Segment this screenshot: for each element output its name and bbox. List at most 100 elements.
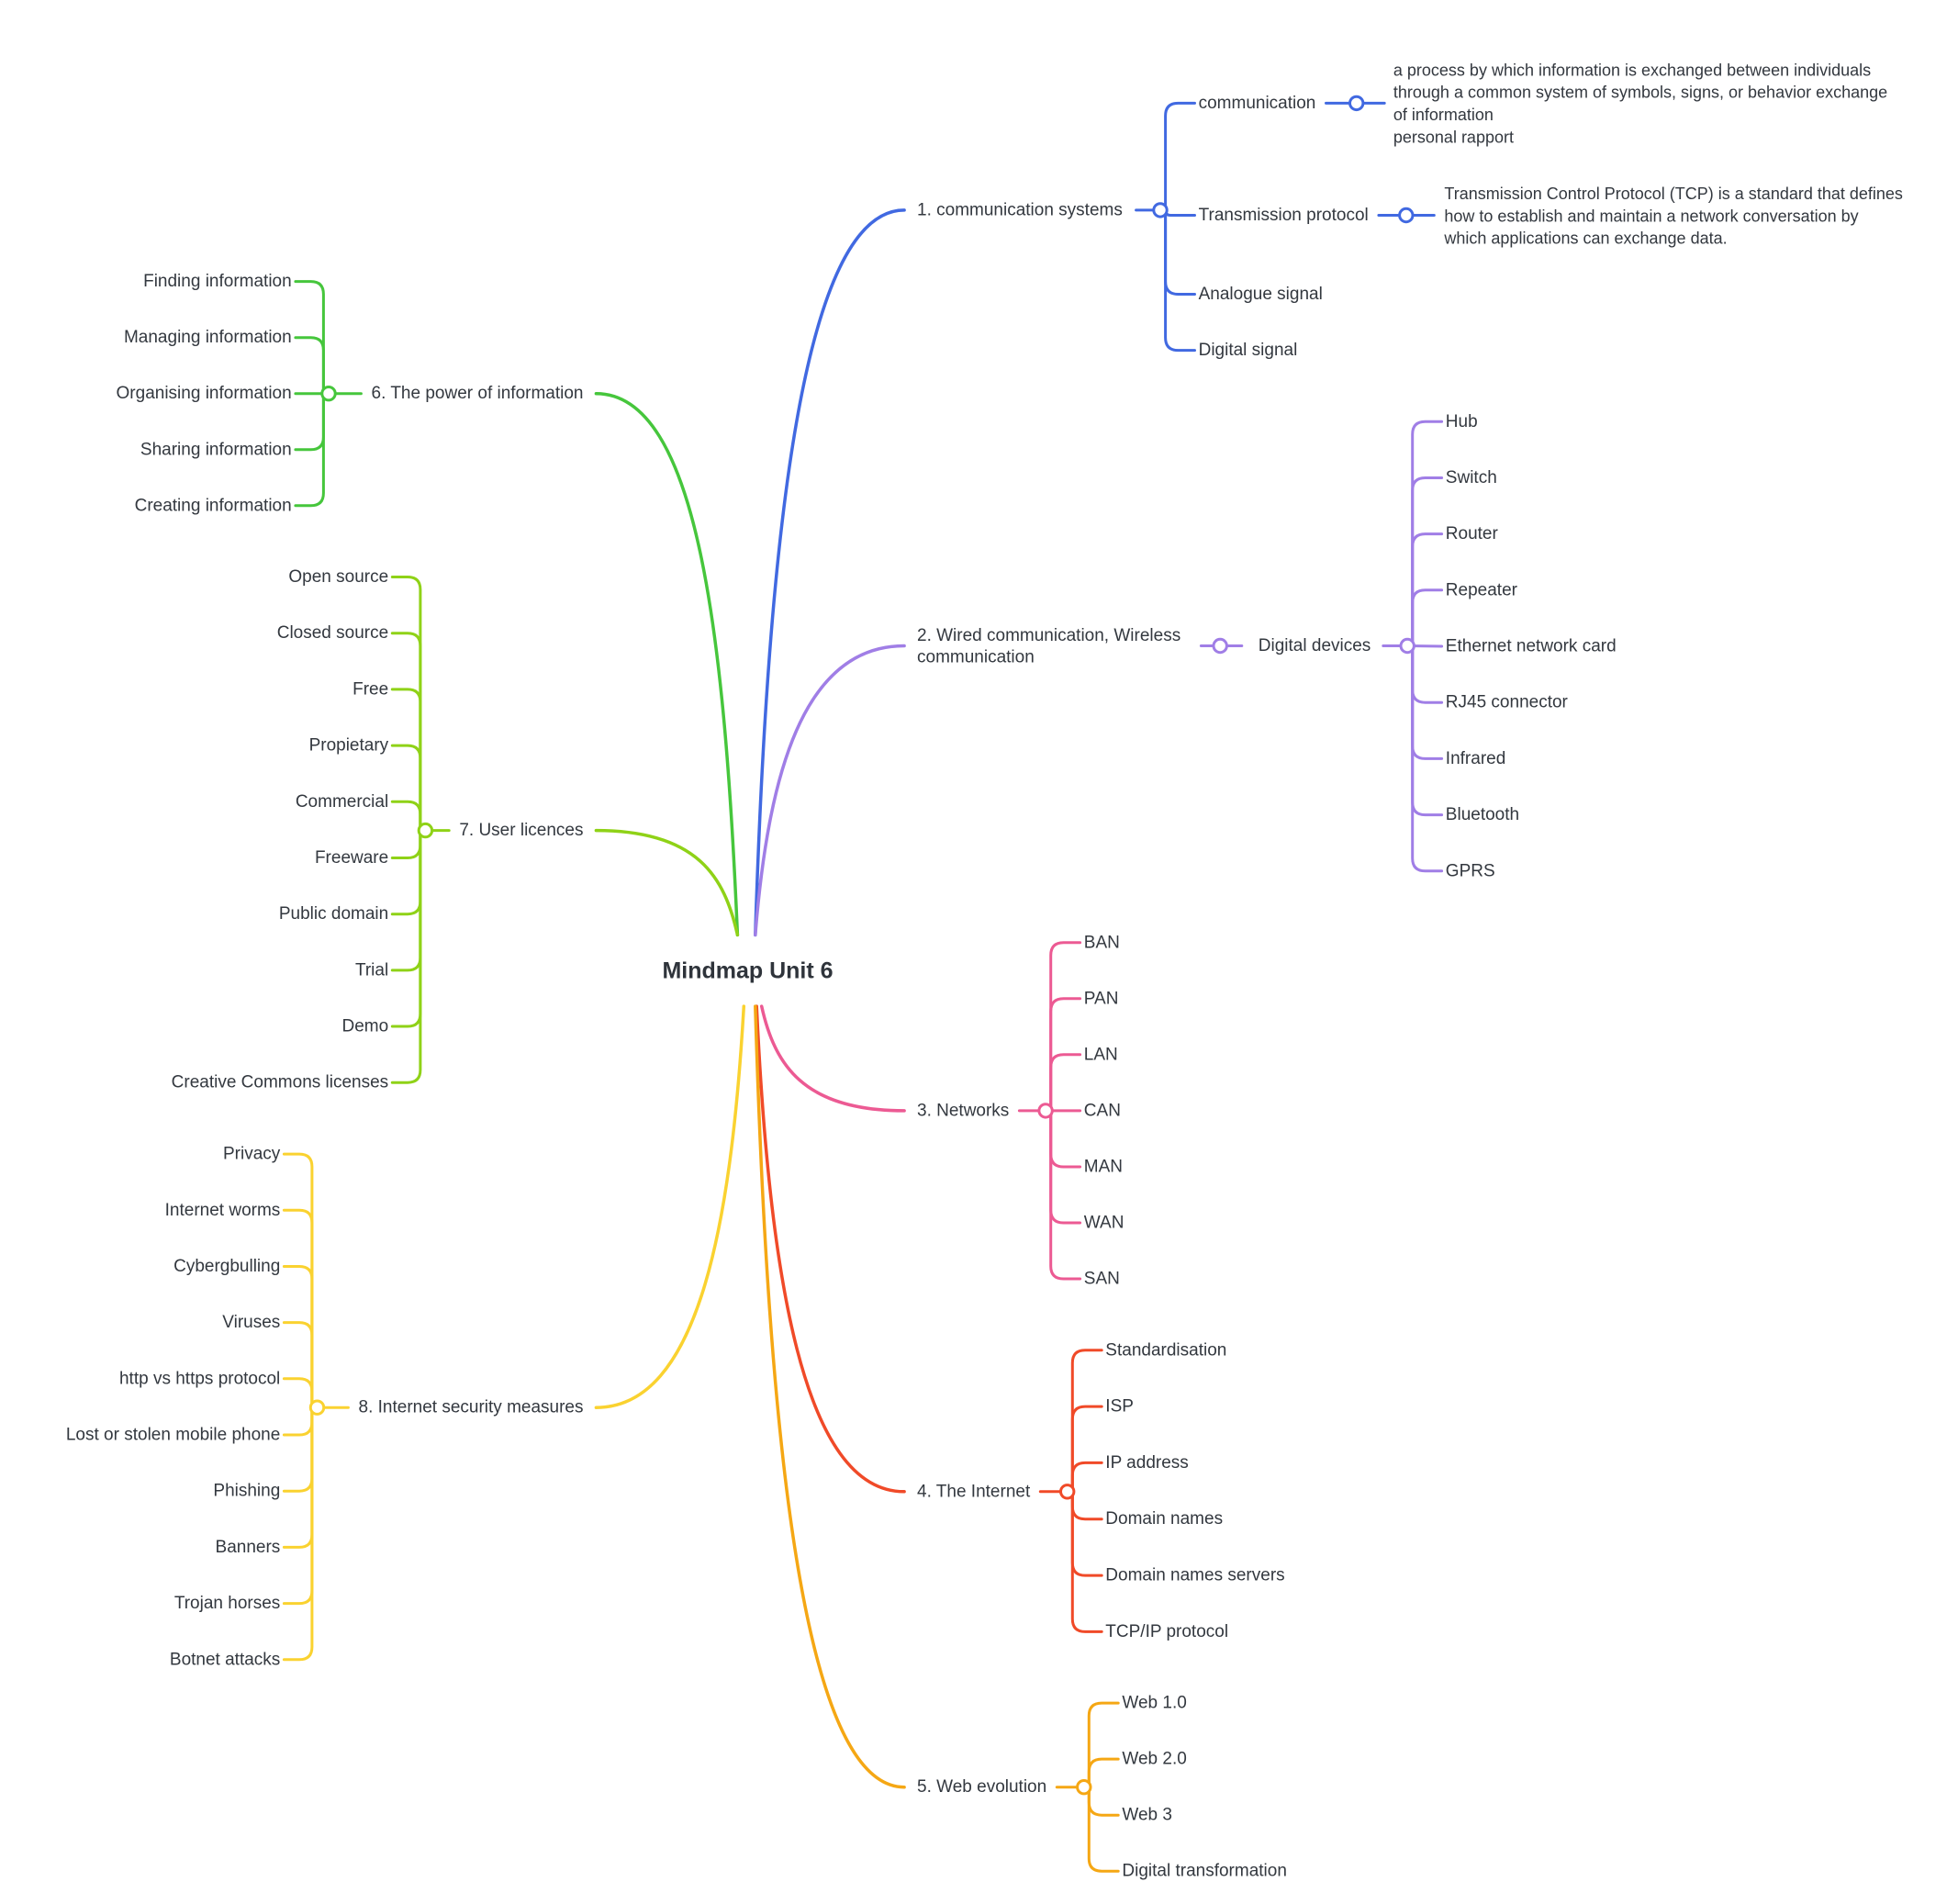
node-commercial: Commercial: [296, 792, 388, 812]
note-text-communication: of information: [1393, 106, 1494, 124]
connector-web-3: [1087, 1786, 1120, 1817]
branch-edge-b5: [754, 1004, 906, 1789]
collapse-toggle-b1[interactable]: [1152, 202, 1169, 218]
node-demo: Demo: [342, 1017, 389, 1036]
node-router: Router: [1446, 524, 1499, 543]
connector-isp: [1070, 1405, 1103, 1494]
branch-edge-b3: [759, 1004, 906, 1113]
node-privacy: Privacy: [223, 1145, 281, 1164]
node-botnet-attacks: Botnet attacks: [170, 1650, 280, 1669]
node-bluetooth: Bluetooth: [1446, 805, 1519, 824]
collapse-toggle-b3[interactable]: [1037, 1103, 1054, 1119]
connector-open-source: [390, 576, 422, 833]
branch-edge-b1: [754, 208, 906, 937]
node-wan: WAN: [1084, 1214, 1124, 1233]
root-topic: Mindmap Unit 6: [662, 958, 833, 983]
connector-tcp-ip-protocol: [1070, 1490, 1103, 1633]
node-can: CAN: [1084, 1101, 1121, 1120]
connector-demo: [390, 829, 422, 1028]
node-standardisation: Standardisation: [1105, 1340, 1226, 1360]
connector-internet-worms: [282, 1208, 314, 1409]
node-propietary: Propietary: [309, 736, 389, 756]
connector-transmission-protocol: [1164, 208, 1196, 217]
node-digital-transformation: Digital transformation: [1122, 1862, 1287, 1881]
connector-public-domain: [390, 829, 422, 916]
branch-label-b8: 8. Internet security measures: [359, 1398, 584, 1417]
connector-freeware: [390, 829, 422, 859]
connector-botnet-attacks: [282, 1406, 314, 1662]
collapse-toggle-digital-devices[interactable]: [1399, 637, 1415, 655]
node-gprs: GPRS: [1446, 861, 1495, 880]
node-phishing: Phishing: [213, 1482, 280, 1501]
collapse-toggle-b4[interactable]: [1059, 1484, 1076, 1500]
branch-edge-b7: [594, 828, 740, 937]
node-tcp-ip-protocol: TCP/IP protocol: [1105, 1622, 1228, 1641]
branch-label-b6: 6. The power of information: [372, 384, 584, 403]
branch-edge-b4: [755, 1004, 906, 1494]
node-web-1-0: Web 1.0: [1122, 1694, 1186, 1713]
node-repeater: Repeater: [1446, 580, 1518, 599]
node-public-domain: Public domain: [279, 904, 388, 924]
note-text-communication: personal rapport: [1393, 129, 1514, 147]
node-lan: LAN: [1084, 1045, 1118, 1064]
node-ip-address: IP address: [1105, 1453, 1188, 1473]
node-digital-devices: Digital devices: [1259, 636, 1371, 655]
connector-ip-address: [1070, 1461, 1103, 1494]
node-web-2-0: Web 2.0: [1122, 1750, 1186, 1769]
node-rj45-connector: RJ45 connector: [1446, 693, 1569, 712]
connector-propietary: [390, 744, 422, 833]
node-trojan-horses: Trojan horses: [174, 1594, 280, 1613]
collapse-toggle-transmission-protocol[interactable]: [1398, 207, 1415, 224]
node-lost-or-stolen-mobile-phone: Lost or stolen mobile phone: [66, 1426, 280, 1445]
branch-label-b5: 5. Web evolution: [917, 1777, 1046, 1797]
node-hub: Hub: [1446, 412, 1478, 431]
connector-commercial: [390, 800, 422, 833]
collapse-toggle-b5[interactable]: [1076, 1779, 1092, 1796]
connector-domain-names-servers: [1070, 1490, 1103, 1577]
node-web-3: Web 3: [1122, 1806, 1172, 1825]
connector-rj45-connector: [1411, 644, 1444, 704]
connector-standardisation: [1070, 1349, 1103, 1494]
node-digital-signal: Digital signal: [1199, 341, 1298, 360]
node-creating-information: Creating information: [135, 496, 292, 515]
node-domain-names: Domain names: [1105, 1509, 1223, 1529]
branch-label-b2: 2. Wired communication, Wireless: [917, 626, 1180, 645]
connector-lan: [1049, 1053, 1082, 1113]
node-organising-information: Organising information: [117, 384, 292, 403]
collapse-toggle-b2[interactable]: [1212, 637, 1228, 655]
connector-finding-information: [294, 280, 325, 396]
branch-edge-b2: [754, 644, 906, 937]
node-man: MAN: [1084, 1158, 1123, 1177]
connector-banners: [282, 1406, 314, 1549]
node-isp: ISP: [1105, 1397, 1134, 1417]
node-trial: Trial: [355, 960, 388, 980]
node-transmission-protocol: Transmission protocol: [1199, 206, 1369, 225]
node-internet-worms: Internet worms: [165, 1201, 281, 1220]
connector-viruses: [282, 1321, 314, 1409]
node-ban: BAN: [1084, 933, 1120, 952]
node-switch: Switch: [1446, 468, 1497, 487]
connector-creating-information: [294, 392, 325, 508]
connector-gprs: [1411, 644, 1444, 873]
node-creative-commons-licenses: Creative Commons licenses: [172, 1073, 389, 1092]
branch-label-b4: 4. The Internet: [917, 1482, 1031, 1501]
collapse-toggle-b8[interactable]: [308, 1399, 326, 1416]
connector-sharing-information: [294, 392, 325, 452]
collapse-toggle-communication[interactable]: [1348, 95, 1365, 112]
connector-trojan-horses: [282, 1406, 314, 1606]
node-finding-information: Finding information: [143, 272, 292, 291]
connector-hub: [1411, 420, 1444, 647]
collapse-toggle-b7[interactable]: [417, 822, 434, 839]
connector-free: [390, 688, 422, 833]
note-text-transmission-protocol: which applications can exchange data.: [1443, 230, 1727, 248]
branch-label-b1: 1. communication systems: [917, 200, 1123, 219]
connector-web-2-0: [1087, 1757, 1120, 1789]
collapse-toggle-b6[interactable]: [320, 386, 337, 402]
branch-edge-b8: [594, 1004, 746, 1409]
node-free: Free: [352, 679, 388, 699]
connector-trial: [390, 829, 422, 972]
connector-digital-signal: [1164, 208, 1196, 353]
connector-http-vs-https-protocol: [282, 1377, 314, 1409]
